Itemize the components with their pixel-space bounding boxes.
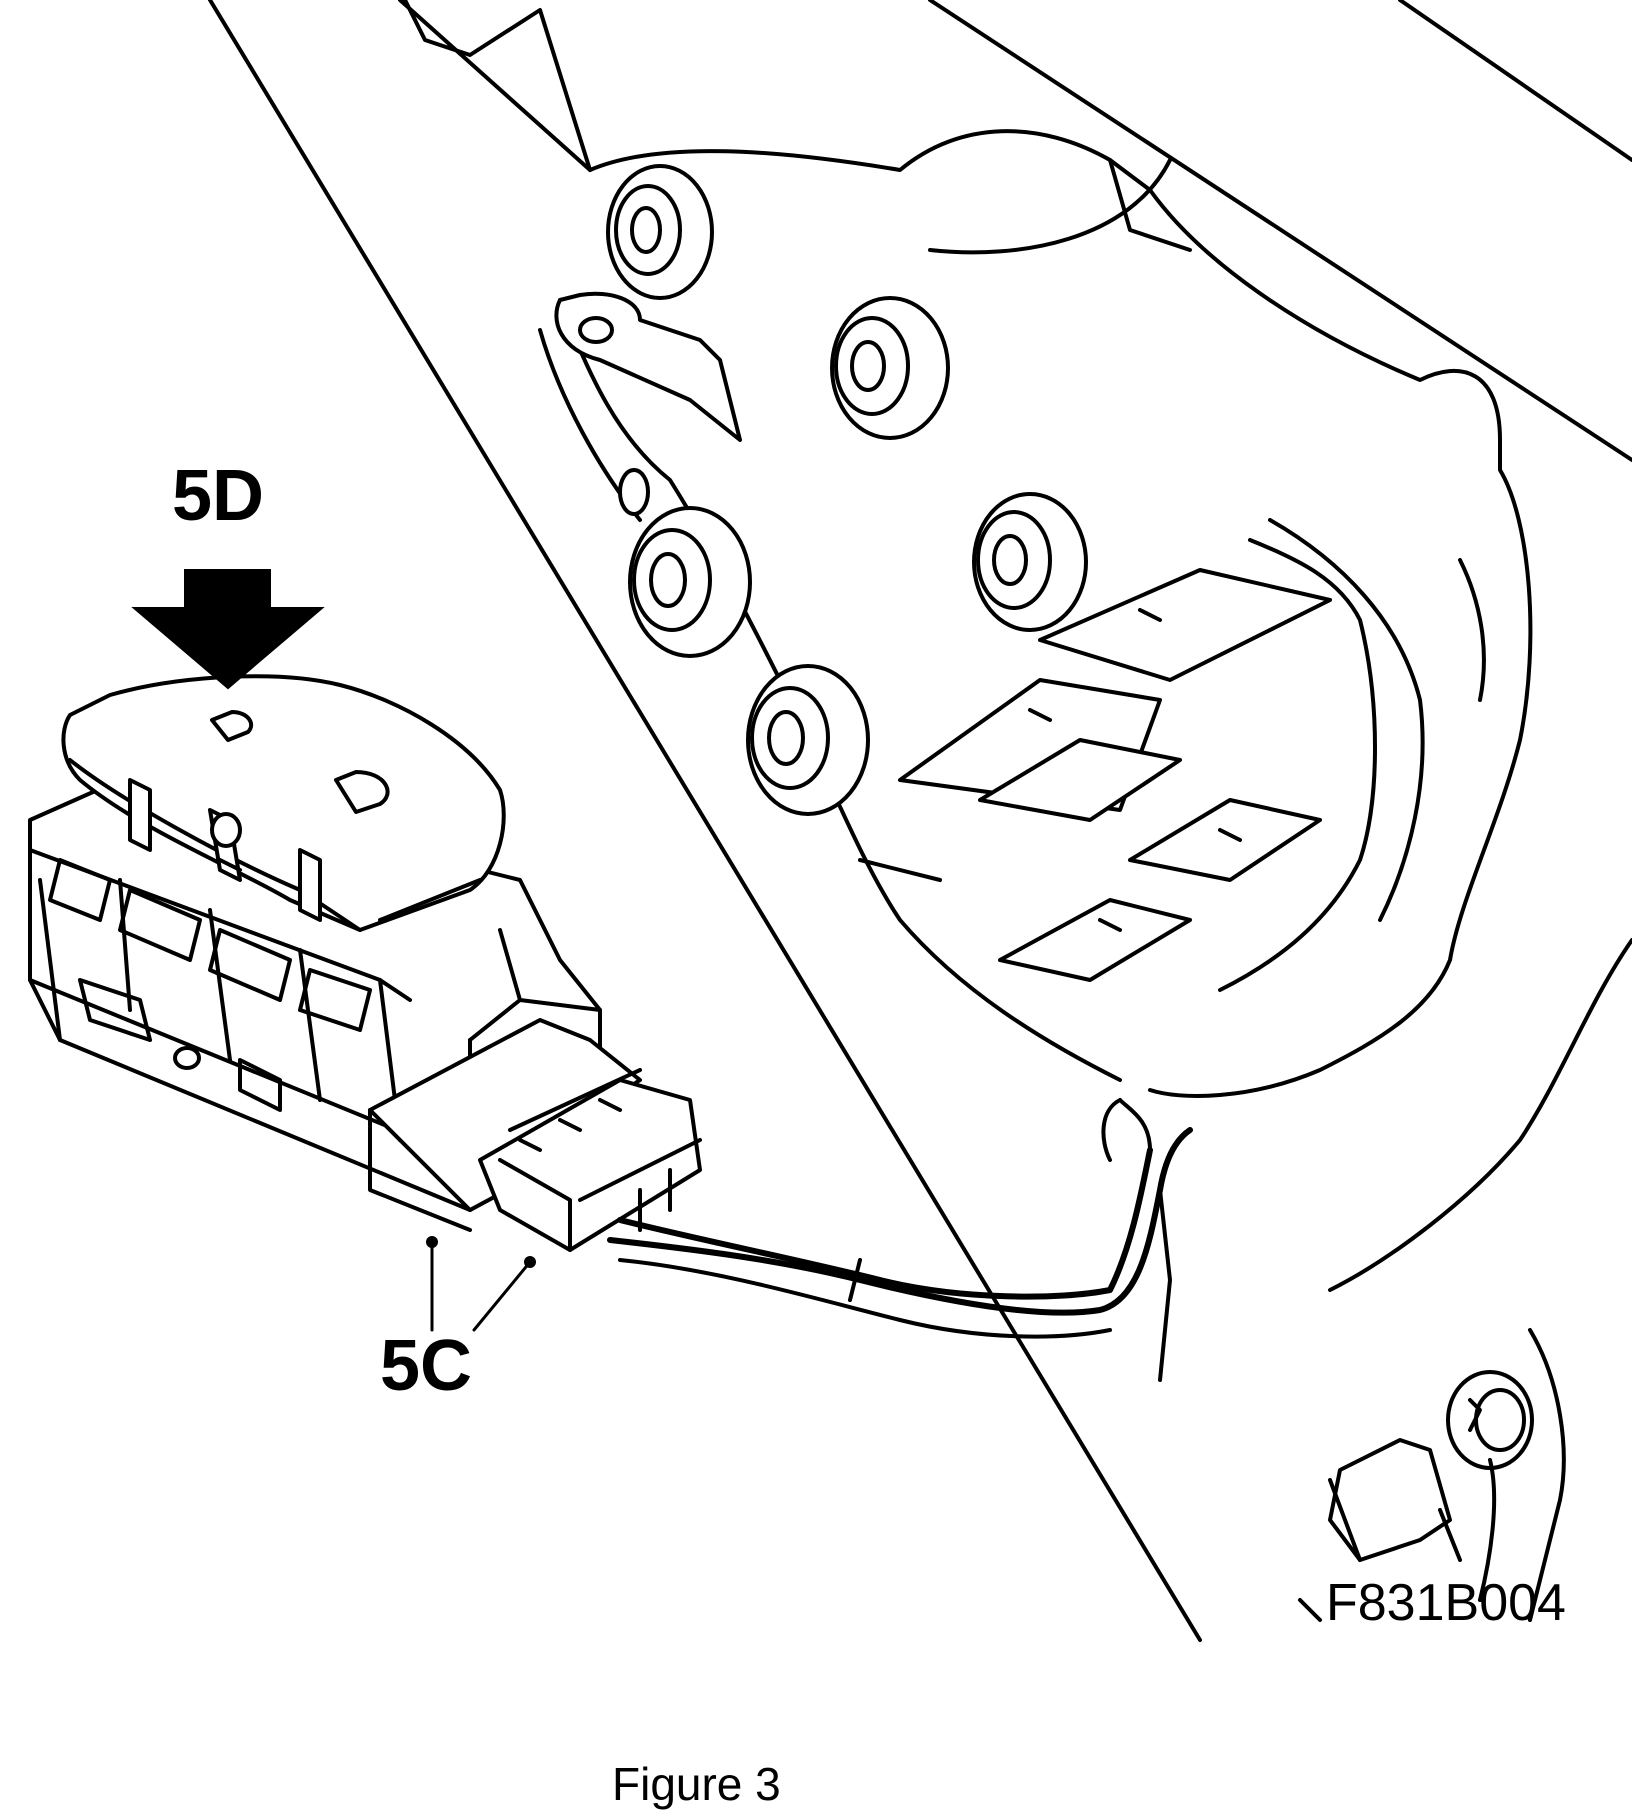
press-arrow — [131, 569, 325, 690]
mounting-lug — [554, 291, 742, 516]
figure-reference-code: F831B004 — [1326, 1574, 1566, 1632]
callout-leaders — [426, 1236, 536, 1332]
wiring-connector — [368, 1018, 702, 1252]
callout-5d: 5D — [172, 456, 264, 536]
rocker-button — [61, 674, 506, 932]
retaining-clip — [1298, 1370, 1534, 1622]
receptacle-terminals — [858, 518, 1425, 992]
mounting-boss — [972, 492, 1088, 632]
mounting-boss — [830, 296, 950, 440]
mounting-bosses — [606, 164, 1088, 816]
wiring-harness — [607, 1098, 1193, 1382]
switch-panel-bezel — [403, 0, 1632, 1622]
callout-5c: 5C — [380, 1326, 472, 1406]
figure-caption: Figure 3 — [612, 1758, 781, 1810]
mounting-boss — [628, 506, 752, 658]
mounting-boss — [746, 664, 870, 816]
mounting-boss — [606, 164, 714, 300]
console-panel-edges — [208, 0, 1632, 1642]
